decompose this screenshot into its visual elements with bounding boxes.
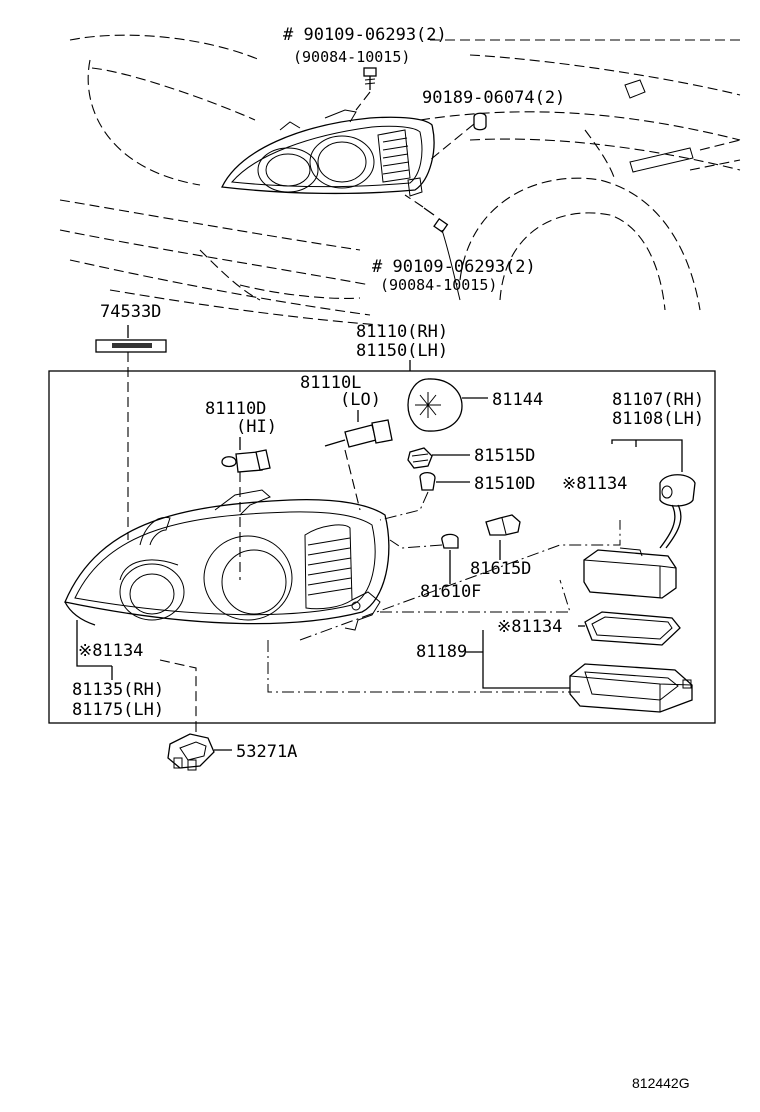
headlamp-installed [221, 109, 435, 197]
bulb-small-pn: 81510D [474, 474, 535, 494]
bulb-lo-note: (LO) [340, 390, 381, 410]
lens-callout: ※81134 81135(RH) 81175(LH) [72, 620, 164, 720]
connector-icon: 53271A [159, 659, 297, 771]
lower-bolt-icon [404, 194, 461, 301]
top-bolt-pn: # 90109-06293(2) [283, 25, 447, 45]
computer-lh-label: 81108(LH) [612, 409, 704, 429]
socket-pn: 81515D [474, 446, 535, 466]
cap-pn: 81144 [492, 390, 543, 410]
computer-rh-label: 81107(RH) [612, 390, 704, 410]
ref-81134-left: ※81134 [78, 641, 143, 661]
warning-label-icon [95, 325, 167, 540]
bulb-hi-pn: 81110D [205, 399, 266, 419]
gasket-icon: ※81134 [497, 611, 681, 646]
assembly-frame [48, 370, 716, 724]
ref-81134-gasket: ※81134 [497, 617, 562, 637]
cap-icon: 81144 [407, 378, 543, 432]
socket-icon: 81515D [407, 446, 535, 469]
figure-code: 812442G [632, 1075, 690, 1091]
lens-lh-label: 81175(LH) [72, 700, 164, 720]
bracket-icon: 81189 [416, 630, 693, 713]
label-74533d: 74533D [100, 302, 161, 322]
bulb2-icon: 81610F [389, 533, 481, 602]
vehicle-outline [59, 34, 741, 326]
halogen-bulb-hi-icon: 81110D (HI) [205, 399, 277, 580]
socket2-pn: 81615D [470, 559, 531, 579]
lens-rh-label: 81135(RH) [72, 680, 164, 700]
bulb-lo-pn: 81110L [300, 373, 361, 393]
small-bulb-icon: 81510D [379, 471, 535, 521]
bracket-pn: 81189 [416, 642, 467, 662]
assy-lh-label: 81150(LH) [356, 341, 448, 361]
ref-81134-right: ※81134 [562, 474, 627, 494]
lower-bolt-alt: (90084-10015) [380, 276, 497, 294]
top-bolt-alt: (90084-10015) [293, 48, 410, 66]
connector-pn: 53271A [236, 742, 297, 762]
leader-line-ballast [267, 640, 580, 693]
lower-bolt-pn: # 90109-06293(2) [372, 257, 536, 277]
headlamp-assembly [64, 489, 390, 631]
top-bolt-icon [355, 67, 377, 111]
hid-computer-icon: 81107(RH) 81108(LH) ※81134 [562, 390, 704, 599]
clip-pn: 90189-06074(2) [422, 88, 565, 108]
socket2-icon: 81615D [470, 514, 531, 579]
leader-line-computer [299, 520, 621, 641]
bulb2-pn: 81610F [420, 582, 481, 602]
clip-icon [429, 112, 487, 161]
hid-bulb-lo-icon: 81110L (LO) [300, 373, 393, 511]
assy-rh-label: 81110(RH) [356, 322, 448, 342]
bulb-hi-note: (HI) [236, 417, 277, 437]
